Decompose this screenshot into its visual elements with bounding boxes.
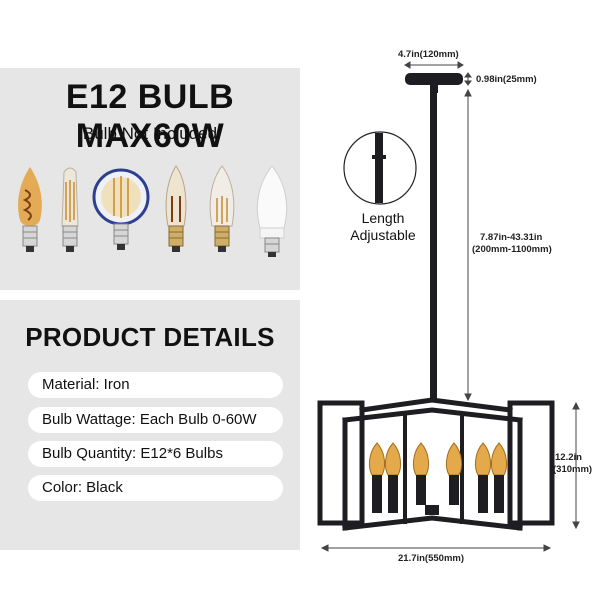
- dim-rod-length-mm: (200mm-1100mm): [472, 244, 552, 255]
- flame-tip-bulb-icon: [165, 165, 187, 252]
- bulb-section-title: E12 BULB MAX60W: [65, 78, 235, 155]
- candle-bulbs: [368, 442, 508, 515]
- bulb-section-subtitle: Bulb Not Included: [82, 124, 218, 143]
- bulb-info-panel: [0, 68, 300, 290]
- detail-bulb-quantity: Bulb Quantity: E12*6 Bulbs: [28, 441, 283, 467]
- candle-bulb-2: [384, 442, 402, 513]
- detail-bulb-wattage: Bulb Wattage: Each Bulb 0-60W: [28, 407, 283, 433]
- dim-body-height-in: 12.2in: [555, 452, 582, 463]
- candle-bulb-1: [368, 442, 386, 513]
- dim-body-height-mm: (310mm): [553, 464, 593, 475]
- candle-bulb-6: [490, 442, 508, 513]
- candle-bulb-5: [474, 442, 492, 513]
- length-adjustable-line1: Length: [361, 210, 405, 226]
- length-adjustable-label: Length Adjustable: [338, 210, 428, 244]
- product-details-title: PRODUCT DETAILS: [25, 322, 275, 352]
- tubular-filament-bulb-icon: [61, 167, 79, 252]
- cage-frame: [317, 397, 555, 531]
- detail-material: Material: Iron: [28, 372, 283, 398]
- candle-bulb-4: [445, 442, 463, 505]
- rod-zoom-callout: [343, 131, 417, 205]
- length-adjustable-line2: Adjustable: [350, 227, 416, 243]
- center-finial: [425, 505, 439, 515]
- globe-filament-bulb-icon: [92, 168, 150, 250]
- led-candle-bulb-icon: [256, 165, 288, 257]
- dim-canopy-width: 4.7in(120mm): [398, 49, 459, 60]
- detail-color: Color: Black: [28, 475, 283, 501]
- clear-candle-bulb-icon: [209, 165, 235, 252]
- dimension-lines: [320, 61, 580, 552]
- dim-body-width: 21.7in(550mm): [398, 553, 465, 564]
- candle-bulb-3: [412, 442, 430, 505]
- dim-rod-length-in: 7.87in-43.31in: [480, 232, 543, 243]
- canopy: [405, 73, 463, 93]
- bulb-row: [18, 165, 288, 257]
- down-rod: [430, 92, 437, 402]
- dim-canopy-height: 0.98in(25mm): [476, 74, 537, 85]
- vintage-spiral-bulb-icon: [18, 167, 42, 252]
